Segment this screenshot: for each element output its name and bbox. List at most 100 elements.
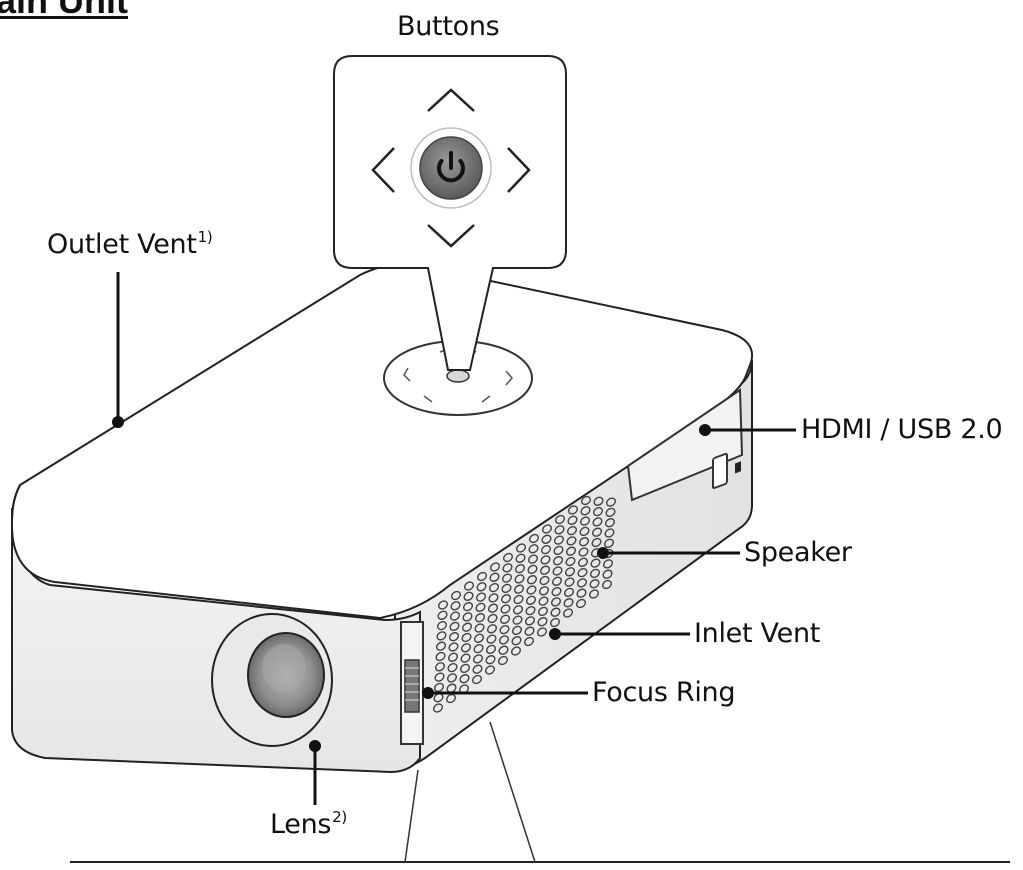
label-focus-ring: Focus Ring	[592, 677, 736, 708]
vent-hole	[498, 645, 509, 655]
vent-hole	[551, 597, 561, 607]
vent-hole	[448, 642, 459, 652]
vent-hole	[526, 585, 537, 595]
vent-hole	[550, 607, 561, 617]
vent-hole	[461, 643, 471, 653]
vent-hole	[554, 525, 565, 535]
vent-hole	[499, 624, 510, 635]
vent-hole	[438, 600, 448, 610]
vent-hole	[485, 655, 496, 665]
vent-hole	[525, 605, 536, 616]
vent-hole	[593, 506, 603, 517]
vent-hole	[550, 617, 560, 628]
vent-hole	[553, 545, 564, 556]
vent-hole	[433, 693, 444, 703]
vent-hole	[578, 557, 588, 567]
vent-hole	[563, 608, 573, 618]
vent-hole	[449, 621, 460, 632]
vent-hole	[488, 593, 499, 603]
vent-hole	[538, 596, 549, 606]
vent-hole	[592, 517, 603, 527]
vent-hole	[501, 594, 511, 604]
vent-hole	[552, 566, 563, 576]
vent-hole	[435, 662, 445, 672]
section-heading: ain Unit	[0, 0, 128, 21]
arrow-up-icon	[427, 88, 475, 112]
vent-hole	[577, 578, 587, 588]
label-buttons: Buttons	[397, 11, 500, 42]
vent-hole	[511, 636, 522, 646]
vent-hole	[461, 632, 472, 643]
vent-hole	[589, 589, 599, 599]
vent-hole	[555, 514, 565, 525]
vent-hole	[486, 634, 497, 644]
vent-hole	[527, 575, 537, 585]
vent-hole	[488, 603, 498, 613]
vent-hole	[448, 652, 458, 662]
buttons-callout	[333, 55, 567, 371]
vent-hole	[512, 615, 523, 625]
vent-hole	[516, 543, 526, 553]
vent-hole	[567, 525, 577, 536]
vent-hole	[579, 526, 590, 537]
vent-hole	[513, 594, 524, 605]
vent-hole	[446, 693, 456, 704]
vent-hole	[580, 506, 591, 516]
vent-hole	[515, 563, 525, 574]
vent-hole	[473, 643, 484, 654]
vent-hole	[451, 590, 461, 601]
vent-hole	[474, 623, 485, 633]
vent-hole	[604, 528, 615, 538]
label-inlet-vent: Inlet Vent	[694, 618, 821, 649]
vent-hole	[463, 591, 474, 601]
vent-hole	[515, 553, 526, 563]
vent-hole	[604, 538, 614, 548]
vent-hole	[475, 613, 485, 623]
vent-hole	[590, 558, 601, 568]
power-icon	[437, 151, 465, 183]
vent-hole	[563, 598, 574, 608]
vent-hole	[589, 579, 600, 589]
vent-hole	[605, 518, 615, 528]
vent-hole	[566, 536, 577, 546]
vent-hole	[567, 515, 578, 525]
hdmi-usb-panel	[626, 388, 744, 502]
vent-hole	[565, 567, 575, 577]
vent-hole	[476, 592, 486, 602]
vent-hole	[524, 636, 534, 647]
vent-hole	[542, 524, 552, 534]
vent-hole	[541, 544, 551, 555]
vent-hole	[435, 651, 446, 662]
vent-hole	[490, 562, 500, 572]
vent-hole	[602, 569, 613, 579]
vent-hole	[463, 601, 473, 612]
vent-hole	[475, 602, 486, 613]
vent-hole	[474, 633, 484, 643]
vent-hole	[537, 617, 548, 627]
vent-hole	[603, 559, 613, 569]
vent-hole	[462, 622, 472, 632]
vent-hole	[564, 587, 574, 598]
vent-hole	[476, 582, 487, 592]
vent-hole	[489, 582, 499, 593]
vent-hole	[590, 568, 600, 579]
vent-hole	[568, 505, 578, 515]
vent-hole	[446, 683, 457, 693]
vent-hole	[503, 552, 513, 563]
vent-hole	[487, 624, 497, 634]
vent-hole	[577, 567, 588, 578]
label-outlet-vent: Outlet Vent1)	[47, 228, 213, 260]
vent-hole	[526, 595, 536, 605]
vent-hole	[512, 625, 522, 636]
vent-hole	[502, 563, 513, 573]
vent-hole	[541, 534, 552, 544]
vent-hole	[514, 584, 524, 594]
vent-hole	[529, 533, 539, 544]
vent-hole	[460, 663, 470, 674]
vent-hole	[528, 554, 538, 564]
vent-hole	[580, 516, 590, 526]
vent-hole	[565, 556, 576, 567]
vent-hole	[434, 682, 444, 693]
